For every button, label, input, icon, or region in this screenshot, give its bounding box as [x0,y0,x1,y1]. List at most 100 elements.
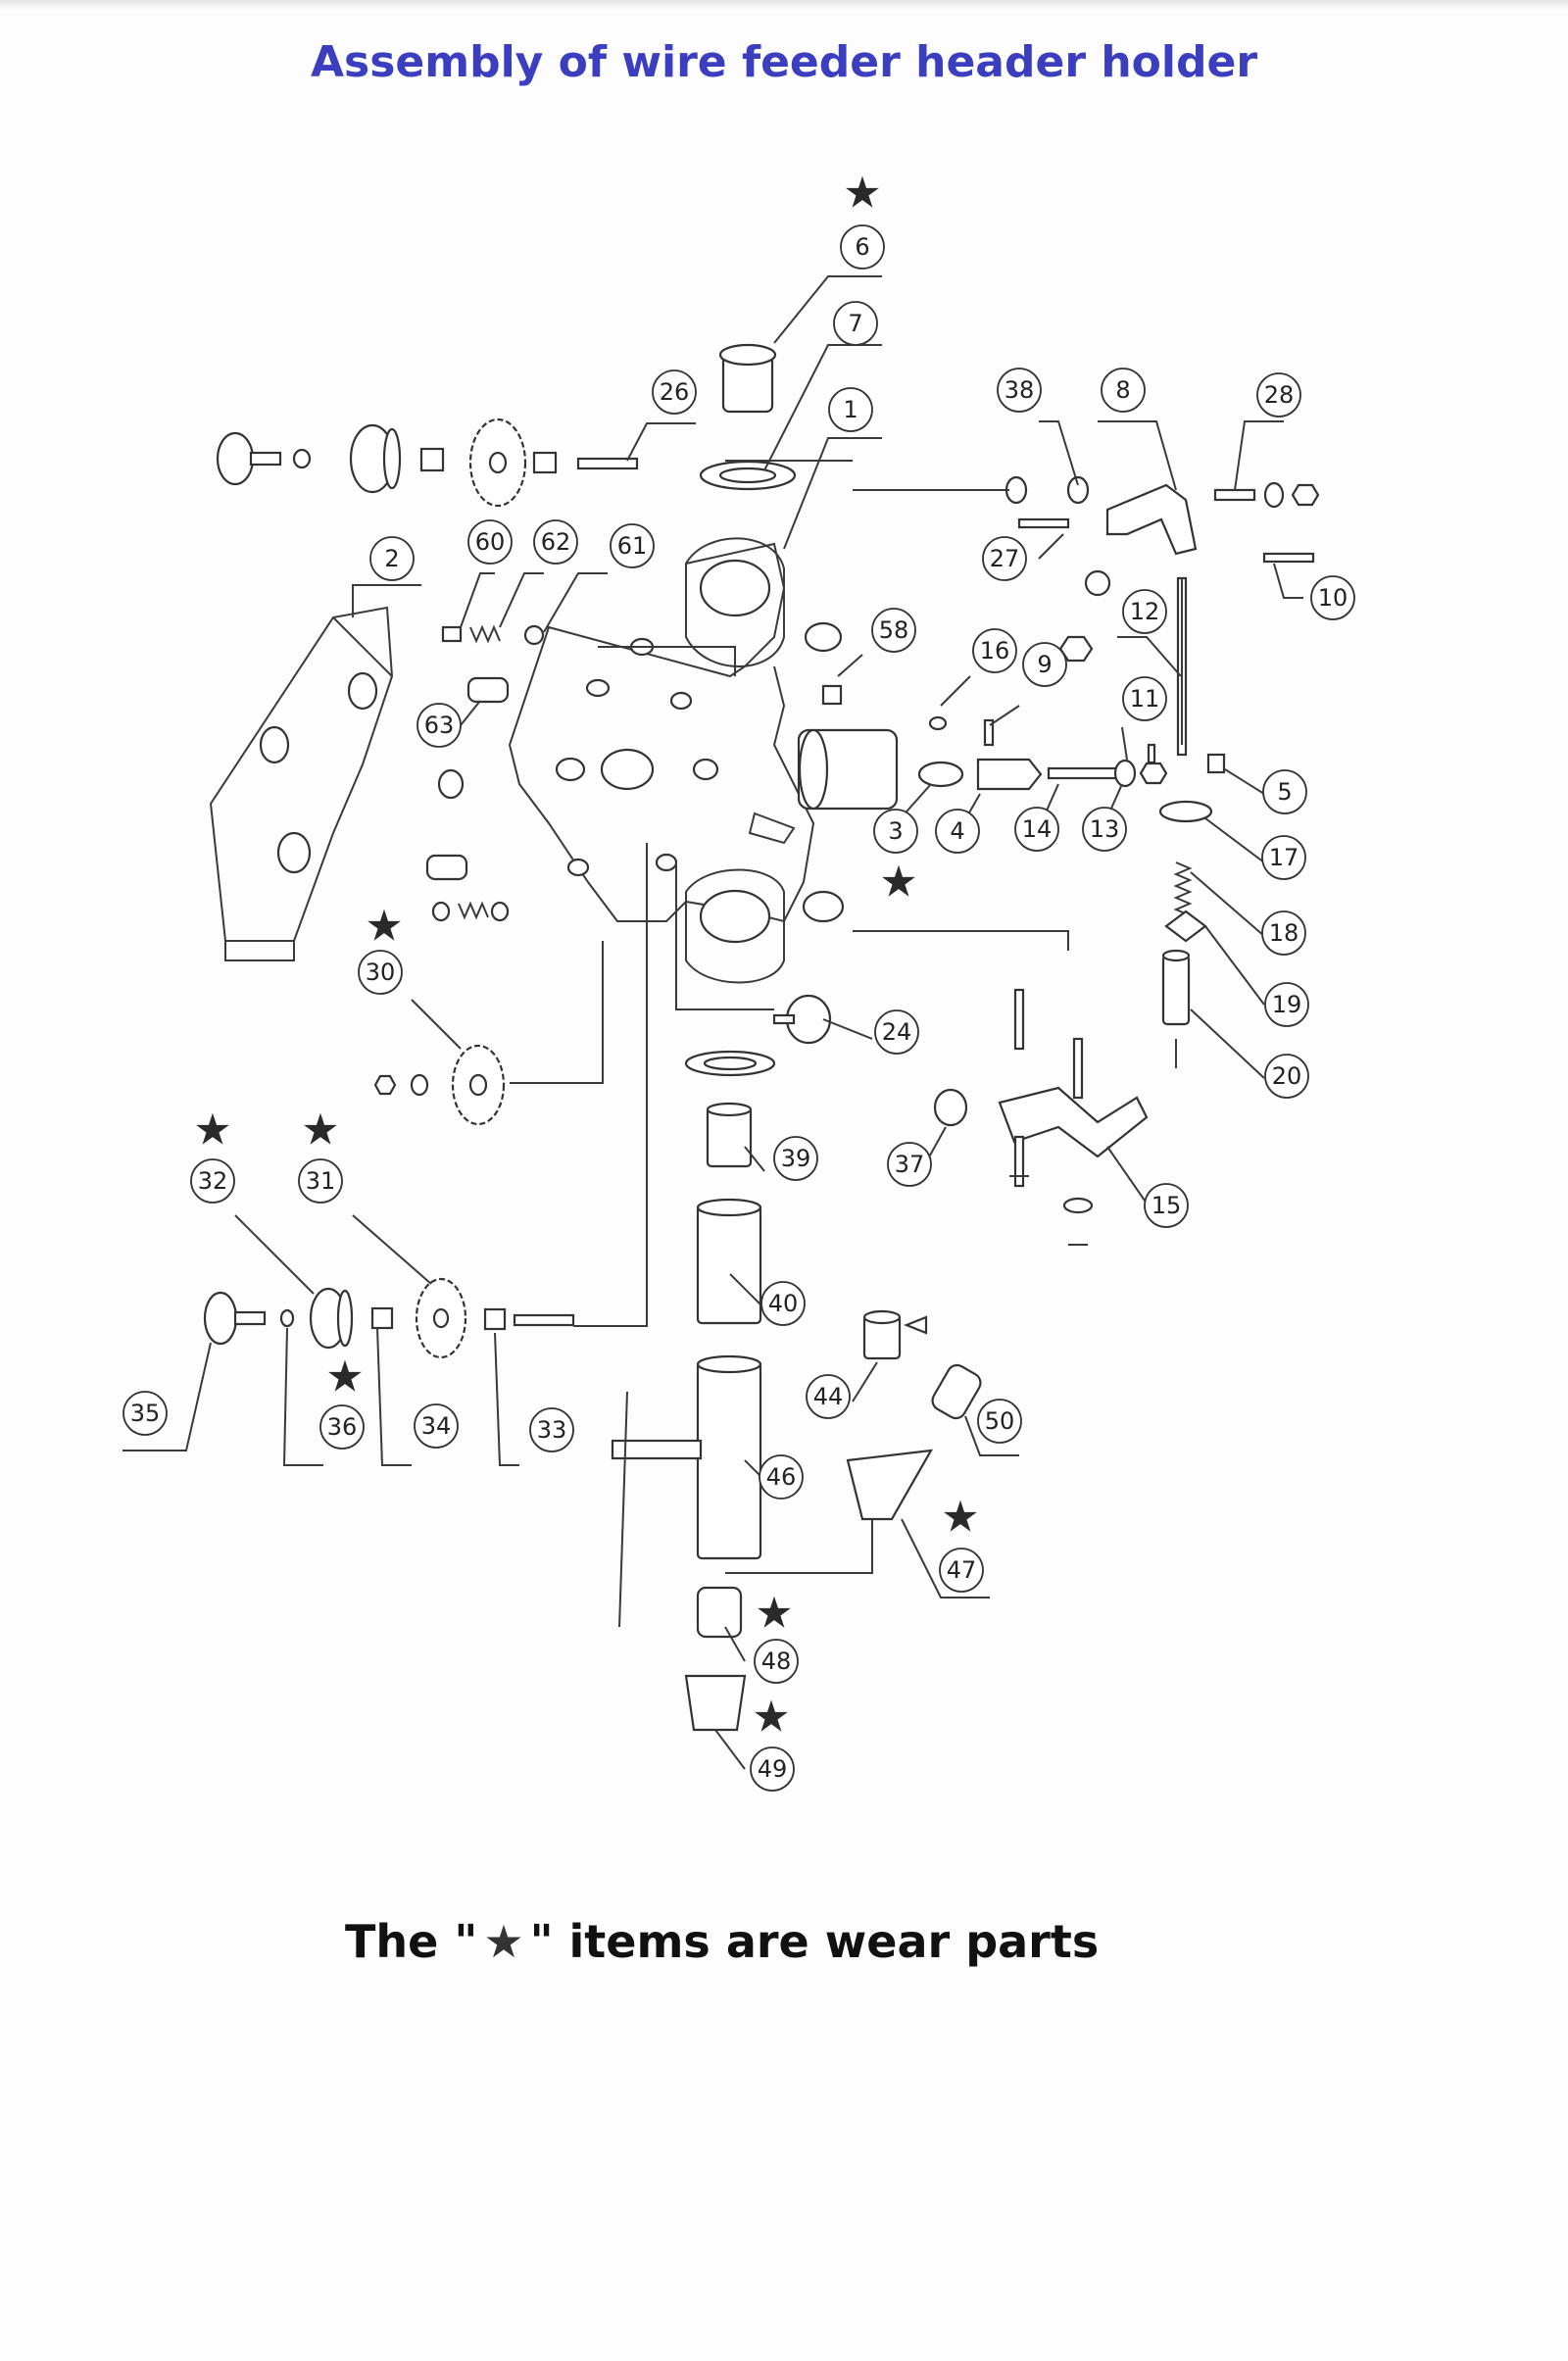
top-sleeve-seal [699,343,797,491]
callout-37: 37 [887,1142,932,1187]
callout-label: 36 [327,1413,358,1441]
bottom-knob-assembly [203,1277,575,1359]
callout-label: 17 [1269,844,1299,871]
callout-label: 63 [424,712,455,739]
callout-49: 49 [750,1746,795,1792]
callout-61: 61 [610,523,655,568]
lower-column [611,994,832,1732]
callout-2: 2 [369,536,415,581]
callout-33: 33 [529,1407,574,1452]
callout-26: 26 [652,369,697,415]
callout-label: 61 [617,532,648,560]
callout-31: 31 [298,1158,343,1204]
callout-label: 20 [1272,1062,1302,1090]
callout-label: 30 [366,959,396,986]
nozzle-assembly [846,1309,982,1521]
side-bracket [209,606,394,961]
callout-label: 2 [384,545,399,572]
spring-pin-set [425,624,545,922]
callout-label: 39 [781,1145,811,1172]
callout-20: 20 [1264,1054,1309,1099]
mid-parts [821,684,1168,791]
callout-label: 31 [306,1167,336,1195]
callout-label: 8 [1115,376,1130,404]
callout-label: 16 [980,637,1010,664]
callout-50: 50 [977,1399,1022,1444]
callout-label: 18 [1269,919,1299,947]
callout-10: 10 [1310,575,1355,620]
callout-35: 35 [122,1391,168,1436]
callout-label: 32 [198,1167,228,1195]
wear-star-icon: ★ [193,1106,231,1156]
callout-24: 24 [874,1009,919,1055]
callout-1: 1 [828,387,873,432]
callout-46: 46 [759,1454,804,1500]
callout-label: 38 [1004,376,1035,404]
callout-39: 39 [773,1136,818,1181]
callout-label: 60 [475,528,506,556]
callout-60: 60 [467,519,513,565]
callout-13: 13 [1082,807,1127,852]
callout-label: 35 [130,1400,161,1427]
wear-star-icon: ★ [365,902,403,952]
callout-17: 17 [1261,835,1306,880]
callout-28: 28 [1256,372,1301,418]
callout-label: 46 [766,1463,797,1491]
scan-edge [0,0,1568,10]
callout-label: 14 [1022,815,1053,843]
callout-18: 18 [1261,910,1306,956]
callout-label: 58 [879,616,909,644]
callout-47: 47 [939,1548,984,1593]
page-title: Assembly of wire feeder header holder [310,37,1258,87]
spring-column [1158,753,1226,1068]
wear-star-icon: ★ [879,858,917,908]
callout-label: 6 [855,233,869,261]
callout-48: 48 [754,1639,799,1684]
wear-parts-note: The "★" items are wear parts [345,1915,1099,1968]
right-arm-assembly [1004,475,1320,757]
callout-label: 34 [421,1412,452,1440]
callout-62: 62 [533,519,578,565]
wear-star-icon: ★ [752,1693,790,1743]
callout-label: 37 [895,1151,925,1178]
star-icon: ★ [483,1915,524,1968]
callout-40: 40 [760,1281,806,1326]
callout-9: 9 [1022,642,1067,687]
callout-label: 26 [660,378,690,406]
gear-30 [373,1044,506,1126]
callout-label: 19 [1272,991,1302,1018]
callout-label: 11 [1130,685,1160,713]
lower-lever [933,635,1149,1246]
callout-38: 38 [997,368,1042,413]
callout-3: 3 [873,809,918,854]
callout-label: 50 [985,1407,1015,1435]
callout-6: 6 [840,224,885,270]
callout-16: 16 [972,628,1017,673]
callout-15: 15 [1144,1183,1189,1228]
callout-44: 44 [806,1374,851,1419]
callout-label: 33 [537,1416,567,1444]
callout-label: 24 [882,1018,912,1046]
callout-label: 15 [1152,1192,1182,1219]
callout-36: 36 [319,1404,365,1450]
callout-label: 7 [848,310,862,337]
callout-label: 28 [1264,381,1295,409]
leader-lines [122,275,1303,1770]
callout-label: 13 [1090,815,1120,843]
wear-star-icon: ★ [301,1106,339,1156]
callout-8: 8 [1101,368,1146,413]
wear-star-icon: ★ [941,1493,979,1543]
callout-34: 34 [414,1403,459,1449]
callout-label: 3 [888,817,903,845]
callout-label: 49 [758,1755,788,1783]
callout-12: 12 [1122,589,1167,634]
callout-58: 58 [871,608,916,653]
callout-19: 19 [1264,982,1309,1027]
callout-27: 27 [982,536,1027,581]
callout-label: 12 [1130,598,1160,625]
callout-5: 5 [1262,769,1307,814]
callout-7: 7 [833,301,878,346]
callout-label: 48 [761,1648,792,1675]
